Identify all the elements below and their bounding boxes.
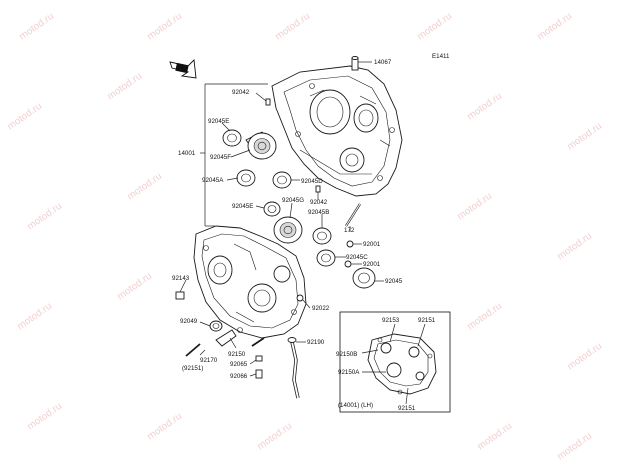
label-92153: 92153 — [382, 317, 400, 324]
bearing-92045c — [316, 249, 336, 267]
label-92190: 92190 — [307, 339, 325, 346]
crankcase-right-half — [271, 65, 403, 197]
bearing-92045e-mid — [263, 201, 281, 217]
label-172: 172 — [344, 227, 355, 234]
bearing-92045 — [352, 267, 376, 289]
watermark: motod.ru — [145, 411, 184, 443]
clamp-92170 — [215, 329, 237, 347]
hose-92190 — [287, 337, 300, 399]
label-92045f: 92045F — [210, 154, 231, 161]
inset-panel — [339, 311, 451, 413]
watermark: motod.ru — [5, 101, 44, 133]
bearing-92045b — [312, 227, 332, 245]
label-92001-a: 92001 — [363, 241, 381, 248]
leader-lines — [179, 92, 426, 405]
label-92001-b: 92001 — [363, 261, 381, 268]
watermark: motod.ru — [25, 401, 64, 433]
bolt-92150 — [185, 337, 265, 357]
screw-92001b — [344, 260, 352, 268]
watermark: motod.ru — [455, 191, 494, 223]
dowel-92042a — [265, 98, 271, 106]
watermark: motod.ru — [15, 301, 54, 333]
label-92045a: 92045A — [202, 177, 224, 184]
label-92151-bottom: 92151 — [398, 405, 416, 412]
bearing-92045f — [245, 131, 277, 160]
watermark: motod.ru — [565, 341, 604, 373]
plug-92143 — [175, 291, 185, 300]
label-92151-top: 92151 — [418, 317, 436, 324]
label-92049: 92049 — [180, 318, 198, 325]
watermark: motod.ru — [565, 121, 604, 153]
figure-code: E1411 — [432, 53, 450, 60]
watermark: motod.ru — [115, 271, 154, 303]
oil-seal-92049 — [209, 320, 223, 332]
front-arrow-icon — [169, 59, 197, 79]
watermark: motod.ru — [17, 11, 56, 43]
label-92045e-mid: 92045E — [232, 203, 253, 210]
bearing-92045e-top — [222, 129, 242, 147]
watermark: motod.ru — [465, 91, 504, 123]
label-14001-lh: (14001) (LH) — [338, 402, 373, 409]
part-labels: 14067 92042 92045E 14001 92045F 92045A 9… — [172, 59, 436, 412]
label-92042-top: 92042 — [232, 89, 250, 96]
screw-92001a — [346, 240, 354, 248]
label-92042-mid: 92042 — [310, 199, 328, 206]
label-92045g: 92045G — [282, 197, 304, 204]
watermark: motod.ru — [555, 431, 594, 463]
label-14001: 14001 — [178, 150, 196, 157]
stud-172 — [345, 203, 361, 227]
watermark: motod.ru — [555, 231, 594, 263]
pin-14067 — [351, 56, 372, 71]
label-92045b: 92045B — [308, 209, 329, 216]
watermark: motod.ru — [415, 11, 454, 43]
label-92045e-top: 92045E — [208, 118, 229, 125]
bearing-92045a — [236, 169, 256, 187]
watermark: motod.ru — [145, 11, 184, 43]
watermark: motod.ru — [105, 71, 144, 103]
label-92150b: 92150B — [336, 351, 357, 358]
label-92143: 92143 — [172, 275, 190, 282]
crankcase-left-half — [193, 225, 307, 339]
label-92151-paren: (92151) — [182, 365, 203, 372]
watermark: motod.ru — [535, 11, 574, 43]
watermark: motod.ru — [475, 421, 514, 453]
watermark: motod.ru — [255, 421, 294, 453]
gasket-92065 — [255, 355, 263, 362]
assembly-bracket — [200, 83, 268, 227]
label-92170: 92170 — [200, 357, 218, 364]
label-92065: 92065 — [230, 361, 248, 368]
label-92022: 92022 — [312, 305, 330, 312]
bolt-92066 — [255, 369, 263, 379]
label-92150: 92150 — [228, 351, 246, 358]
watermark: motod.ru — [273, 11, 312, 43]
bearing-92045g — [273, 216, 303, 244]
label-14067: 14067 — [374, 59, 392, 66]
bearing-92045d — [272, 171, 292, 189]
washer-92022 — [296, 294, 304, 302]
label-92045c: 92045C — [346, 254, 368, 261]
label-92066: 92066 — [230, 373, 248, 380]
label-92150a: 92150A — [338, 369, 360, 376]
watermark: motod.ru — [125, 171, 164, 203]
watermark: motod.ru — [25, 201, 64, 233]
label-92045: 92045 — [385, 278, 403, 285]
watermark: motod.ru — [465, 301, 504, 333]
label-92045d: 92045D — [301, 178, 323, 185]
dowel-92042b — [315, 185, 321, 193]
